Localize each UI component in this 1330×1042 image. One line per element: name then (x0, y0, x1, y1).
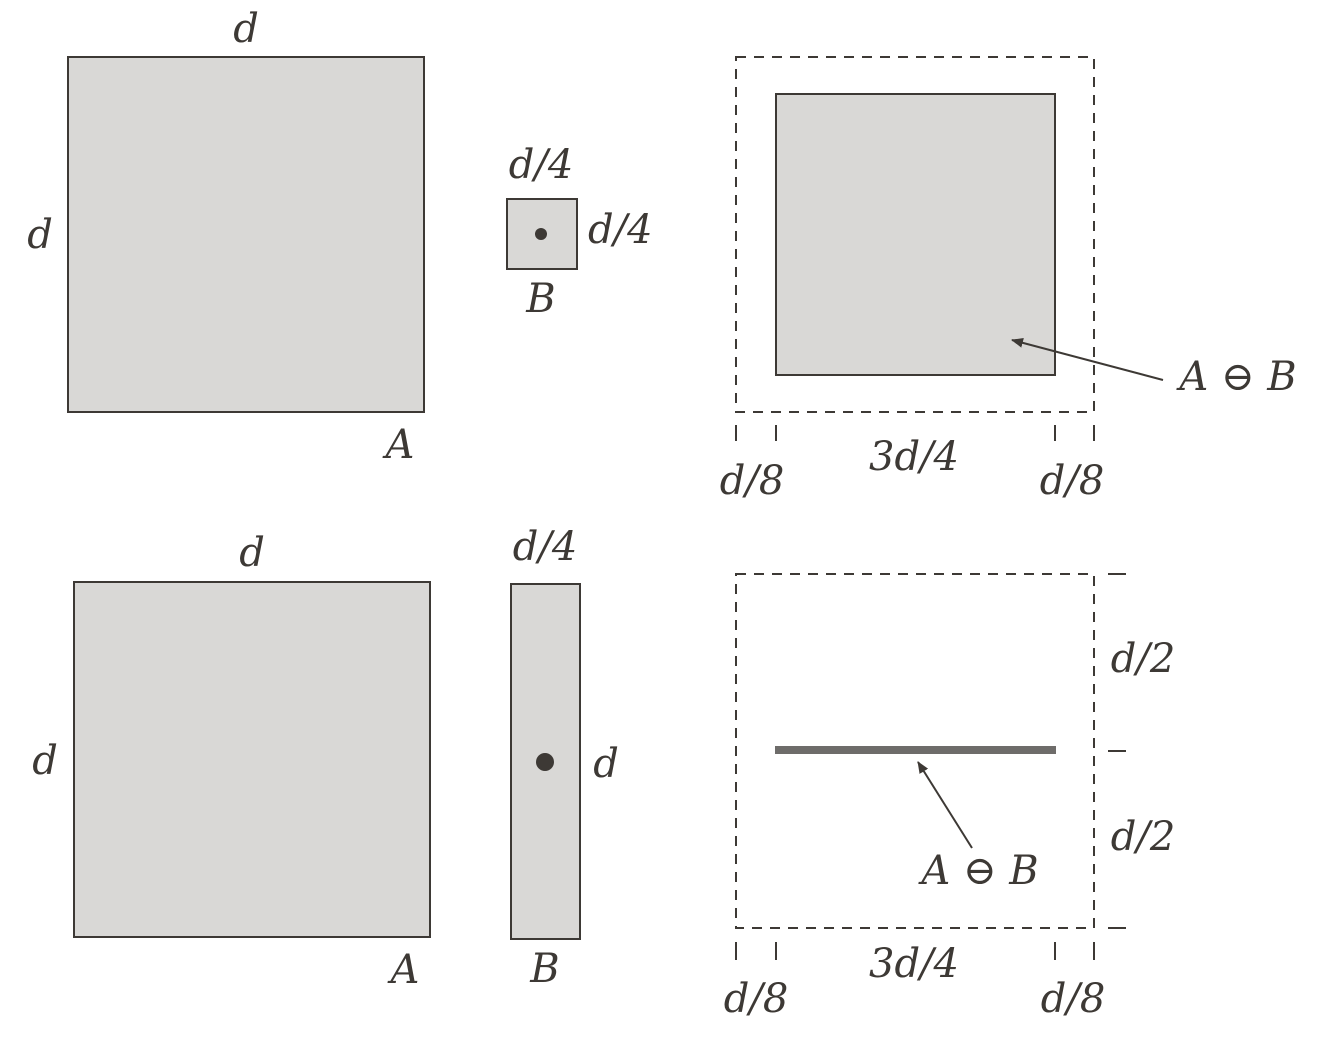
lower-half-label: d/2 (1111, 814, 1176, 860)
bottom-result: A ⊖ B d/2 d/2 d/8 3d/4 d/8 (724, 573, 1176, 1022)
inner-width-label: 3d/4 (869, 941, 959, 987)
b-label: B (529, 946, 559, 992)
b-height-label: d/4 (588, 207, 653, 253)
set-a-square (67, 56, 425, 413)
b-width-label: d/4 (509, 142, 574, 188)
origin-dot (535, 228, 547, 240)
origin-dot (536, 753, 554, 771)
margin-right-label: d/8 (1041, 976, 1106, 1022)
top-set-b: d/4 d/4 B (506, 142, 653, 322)
a-width-label: d (233, 6, 259, 52)
b-width-label: d/4 (513, 524, 578, 570)
arrow (917, 761, 973, 849)
eroded-square (775, 93, 1056, 376)
set-a-square (73, 581, 431, 938)
top-set-a: d d A (27, 6, 425, 468)
margin-right-label: d/8 (1040, 458, 1105, 504)
bottom-set-a: d d A (32, 530, 431, 993)
b-label: B (525, 276, 555, 322)
b-height-label: d (593, 741, 619, 787)
original-outline (735, 56, 1095, 413)
a-height-label: d (27, 212, 53, 258)
a-label: A (387, 947, 420, 993)
result-label: A ⊖ B (1175, 354, 1296, 400)
margin-left-label: d/8 (720, 458, 785, 504)
result-label: A ⊖ B (917, 848, 1038, 894)
a-width-label: d (239, 530, 265, 576)
inner-width-label: 3d/4 (869, 434, 959, 480)
original-outline (735, 573, 1095, 929)
a-height-label: d (32, 738, 58, 784)
margin-left-label: d/8 (724, 976, 789, 1022)
top-result: A ⊖ B d/8 3d/4 d/8 (720, 56, 1297, 504)
arrow (1011, 337, 1164, 381)
bottom-set-b: d/4 d B (510, 524, 619, 992)
a-label: A (382, 422, 415, 468)
upper-half-label: d/2 (1111, 636, 1176, 682)
